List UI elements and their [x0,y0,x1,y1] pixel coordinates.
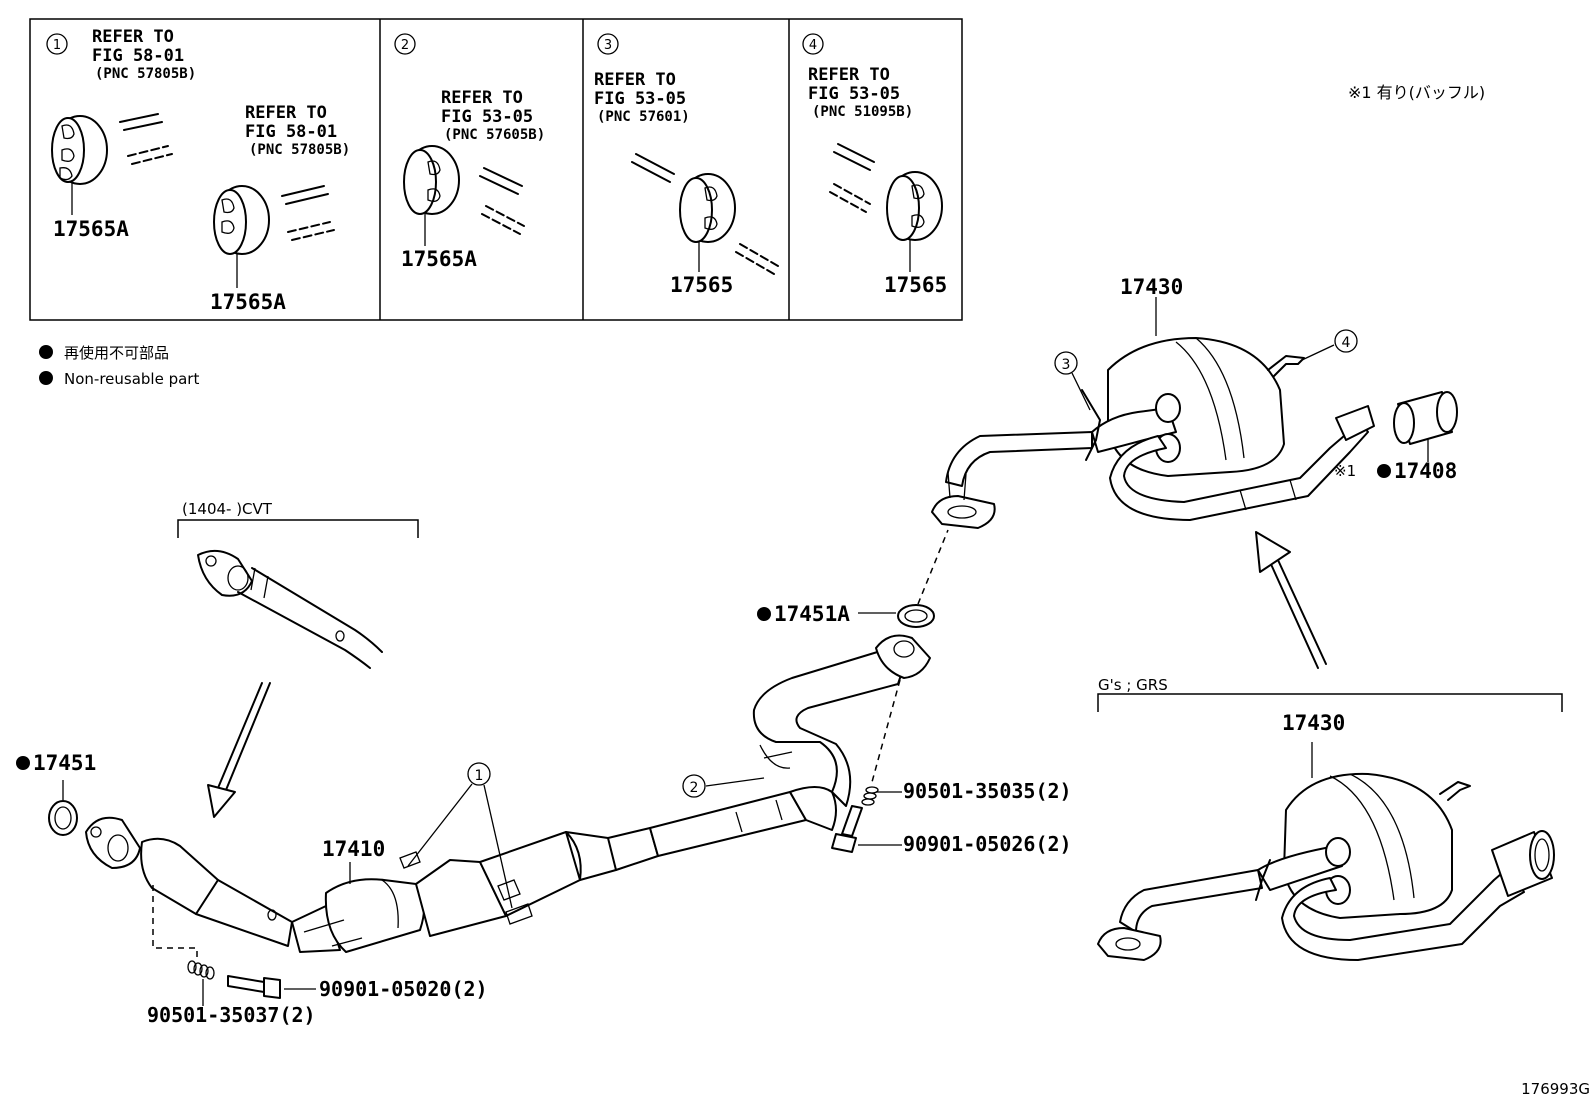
legend-jp: 再使用不可部品 [64,344,169,362]
panel-4-number: 4 [809,38,817,53]
panel-1-ref-b-line2: FIG 58-01 [245,122,337,142]
callout-4-label: 4 [1342,335,1351,351]
rear-muffler-top [931,297,1375,529]
panel-4: 4 REFER TO FIG 53-05 (PNC 51095B) 17565 [802,33,947,297]
cvt-arrow-icon [207,682,271,818]
callout-1: 1 [407,762,513,909]
panel-1-ref-a-line3: (PNC 57805B) [95,66,196,82]
part-17408: 17408 [1394,459,1457,483]
part-90501-35035: 90501-35035(2) [903,779,1072,803]
non-reusable-dot-icon [1377,464,1391,478]
part-17430-bottom: 17430 [1282,711,1345,735]
panel-2-ref-line1: REFER TO [441,88,523,108]
callout-2-label: 2 [690,780,699,796]
springs-bolts-mid [831,679,902,853]
panel-1-ref-b-line3: (PNC 57805B) [249,142,350,158]
spring-icon [861,786,879,806]
rubber-hanger-icon [403,145,460,215]
panel-2-ref-line3: (PNC 57605B) [444,127,545,143]
panel-1-ref-b-line1: REFER TO [245,103,327,123]
callout-3: 3 [1054,351,1078,375]
panel-1-part-a: 17565A [53,217,129,241]
reference-panels [29,18,963,321]
figure-id: 176993G [1521,1080,1590,1098]
part-17451A: 17451A [774,602,850,626]
panel-1-number: 1 [53,38,61,53]
non-reusable-dot-icon [16,756,30,770]
panel-1: 1 REFER TO FIG 58-01 (PNC 57805B) REFER … [46,27,350,314]
cvt-label: (1404- )CVT [182,500,273,518]
panel-2-ref-line2: FIG 53-05 [441,107,533,127]
panel-3-ref-line1: REFER TO [594,70,676,90]
part-17451: 17451 [33,751,96,775]
part-17410: 17410 [322,837,385,861]
panel-1-part-b: 17565A [210,290,286,314]
cvt-inset: (1404- )CVT [177,500,419,669]
part-17408-prefix: ※1 [1334,462,1356,480]
panel-2-part: 17565A [401,247,477,271]
panel-3-number: 3 [604,38,612,53]
rubber-hanger-icon [51,115,108,185]
panel-4-ref-line1: REFER TO [808,65,890,85]
tailpipe-tip-17408 [1393,391,1458,462]
up-arrow-icon [1255,531,1327,669]
panel-1-ref-a-line2: FIG 58-01 [92,46,184,66]
legend-en: Non-reusable part [64,370,199,388]
front-pipe-assembly [48,634,931,953]
bolt-icon [227,975,281,999]
springs-bolts-front [152,885,316,1006]
bolt-icon [831,805,863,853]
callout-1-label: 1 [475,768,484,784]
panel-3: 3 REFER TO FIG 53-05 (PNC 57601) 17565 [594,33,779,297]
part-90901-05026: 90901-05026(2) [903,832,1072,856]
panel-4-part: 17565 [884,273,947,297]
non-reusable-dot-icon [757,607,771,621]
rubber-hanger-icon [679,173,736,243]
rubber-hanger-icon [886,171,943,241]
callout-3-label: 3 [1062,357,1071,373]
panel-3-ref-line2: FIG 53-05 [594,89,686,109]
baffle-note: ※1 有り(バッフル) [1348,83,1485,102]
gs-inset: G's ; GRS [1097,676,1563,961]
part-90501-35037: 90501-35037(2) [147,1003,316,1027]
panel-1-ref-a-line1: REFER TO [92,27,174,47]
legend: 再使用不可部品 Non-reusable part [39,344,199,388]
gasket-17451 [48,800,78,836]
part-90901-05020: 90901-05020(2) [319,977,488,1001]
callout-2: 2 [682,774,765,798]
spring-icon [187,960,215,980]
panel-2-number: 2 [401,38,409,53]
panel-4-ref-line3: (PNC 51095B) [812,104,913,120]
gs-label: G's ; GRS [1098,676,1168,694]
non-reusable-dot-icon [39,345,53,359]
rubber-hanger-icon [213,185,270,255]
panel-3-ref-line3: (PNC 57601) [597,109,690,125]
panel-2: 2 REFER TO FIG 53-05 (PNC 57605B) 17565A [394,33,545,271]
panel-4-ref-line2: FIG 53-05 [808,84,900,104]
non-reusable-dot-icon [39,371,53,385]
callout-4: 4 [1334,329,1358,353]
panel-3-part: 17565 [670,273,733,297]
part-17430-top: 17430 [1120,275,1183,299]
gasket-17451A [858,529,949,628]
